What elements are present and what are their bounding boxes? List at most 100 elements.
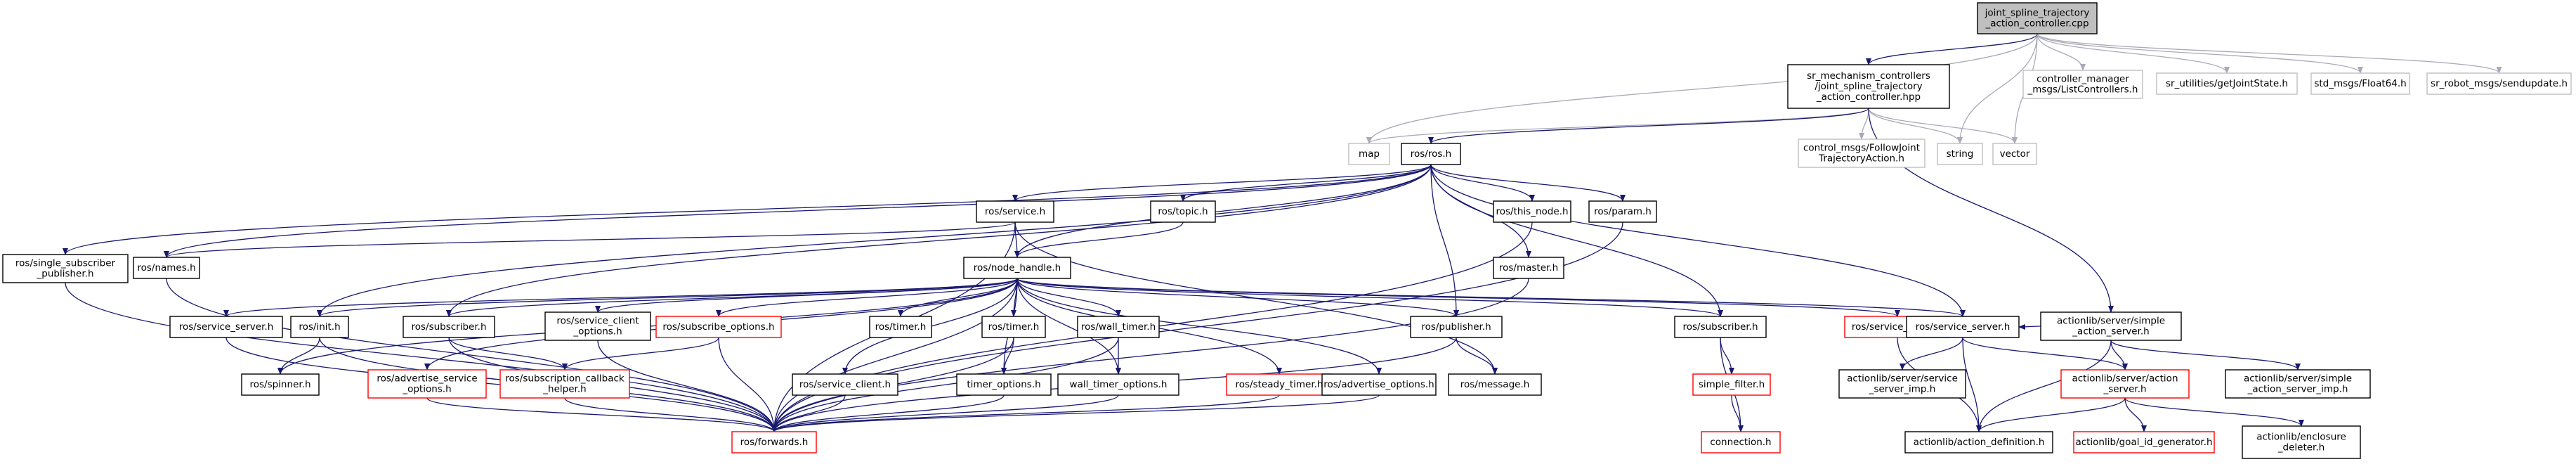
node-goal_id_gen[interactable]: actionlib/goal_id_generator.h <box>2073 431 2215 454</box>
node-connection[interactable]: connection.h <box>1701 431 1781 454</box>
node-label: simple_filter.h <box>1699 379 1765 390</box>
node-box <box>956 373 1052 396</box>
edge-action_server-to-action_definition <box>1976 397 2126 432</box>
node-action_definition[interactable]: actionlib/action_definition.h <box>1904 431 2053 454</box>
edge-advertise_service_options-to-forwards <box>426 397 777 432</box>
node-box <box>2040 311 2182 341</box>
node-box <box>1992 143 2037 165</box>
node-root[interactable]: joint_spline_trajectory_action_controlle… <box>1977 2 2098 34</box>
edge-ros_h-to-topic <box>1180 164 1432 202</box>
node-sass[interactable]: actionlib/server/simple_action_server.h <box>2040 311 2182 341</box>
edge-names-to-forwards <box>166 278 777 432</box>
node-publisher[interactable]: ros/publisher.h <box>1410 316 1503 338</box>
node-spinner[interactable]: ros/spinner.h <box>241 373 320 396</box>
node-service_server_imp[interactable]: actionlib/server/service_server_imp.h <box>1838 369 1966 399</box>
node-this_node[interactable]: ros/this_node.h <box>1493 200 1571 223</box>
node-label: ros/topic.h <box>1158 206 1208 217</box>
node-param[interactable]: ros/param.h <box>1588 200 1657 223</box>
node-subscription_callback_helper[interactable]: ros/subscription_callback_helper.h <box>499 369 630 399</box>
node-service_server2[interactable]: ros/service_server.h <box>1906 316 2020 338</box>
node-box <box>1701 431 1781 454</box>
node-timer_options[interactable]: timer_options.h <box>956 373 1052 396</box>
node-cm_list[interactable]: controller_manager_msgs/ListControllers.… <box>2022 70 2143 99</box>
node-sendupdate[interactable]: sr_robot_msgs/sendupdate.h <box>2426 72 2572 95</box>
node-advertise_service_options[interactable]: ros/advertise_service_options.h <box>367 369 487 399</box>
node-label: ros/spinner.h <box>249 379 310 390</box>
node-timer_h[interactable]: ros/timer.h <box>869 316 932 338</box>
edge-root-to-float64 <box>2036 33 2363 74</box>
edge-ros_h-to-names <box>164 164 1432 258</box>
node-message[interactable]: ros/message.h <box>1448 373 1542 396</box>
edge-timer_options-to-forwards <box>771 394 1005 432</box>
node-label: connection.h <box>1710 437 1771 448</box>
node-names[interactable]: ros/names.h <box>133 257 200 279</box>
node-box <box>403 316 495 338</box>
node-label: _msgs/ListControllers.h <box>2027 84 2138 96</box>
node-box <box>1674 316 1767 338</box>
node-label: sr_utilities/getJointState.h <box>2166 78 2288 89</box>
node-box <box>2225 369 2371 399</box>
node-timer[interactable]: ros/timer.h <box>981 316 1046 338</box>
node-fjta[interactable]: control_msgs/FollowJointTrajectoryAction… <box>1798 139 1926 168</box>
edge-single_sub-to-forwards <box>65 282 777 432</box>
node-label: string <box>1947 148 1974 160</box>
node-label: _publisher.h <box>37 269 94 280</box>
node-box <box>2310 72 2410 95</box>
node-getjoint[interactable]: sr_utilities/getJointState.h <box>2156 72 2298 95</box>
node-layer: joint_spline_trajectory_action_controlle… <box>2 2 2572 459</box>
node-map[interactable]: map <box>1348 143 1390 165</box>
edge-layer <box>63 33 2502 432</box>
node-simple_filter[interactable]: simple_filter.h <box>1692 373 1771 396</box>
edge-subscriber_ros-to-subscription_callback_helper <box>448 337 568 371</box>
node-label: controller_manager <box>2036 74 2129 85</box>
node-jsc_hpp[interactable]: sr_mechanism_controllers/joint_spline_tr… <box>1787 64 1950 109</box>
node-wall_timer_options[interactable]: wall_timer_options.h <box>1057 373 1179 396</box>
node-service_client_options[interactable]: ros/service_client_options.h <box>544 311 651 341</box>
edge-node_handle-to-publisher <box>1016 278 1459 317</box>
node-box <box>981 316 1046 338</box>
node-label: ros/subscriber.h <box>411 321 486 333</box>
node-wall_timer[interactable]: ros/wall_timer.h <box>1077 316 1160 338</box>
node-sass_imp[interactable]: actionlib/server/simple_action_server_im… <box>2225 369 2371 399</box>
edge-jsc_hpp-to-vector <box>1868 108 2018 144</box>
node-label: /joint_spline_trajectory <box>1815 81 1922 92</box>
node-topic[interactable]: ros/topic.h <box>1150 200 1216 223</box>
node-box <box>655 316 782 338</box>
node-box <box>1937 143 1983 165</box>
edge-service_server2-to-action_server <box>1962 337 2128 371</box>
node-vector[interactable]: vector <box>1992 143 2037 165</box>
node-label: sr_mechanism_controllers <box>1807 70 1930 82</box>
node-action_server[interactable]: actionlib/server/action_server.h <box>2060 369 2190 399</box>
node-label: ros/master.h <box>1499 262 1558 274</box>
node-subscribe_options[interactable]: ros/subscribe_options.h <box>655 316 782 338</box>
node-subscriber_mf[interactable]: ros/subscriber.h <box>1674 316 1767 338</box>
node-float64[interactable]: std_msgs/Float64.h <box>2310 72 2410 95</box>
node-box <box>2242 425 2361 459</box>
node-enclosure_deleter[interactable]: actionlib/enclosure_deleter.h <box>2242 425 2361 459</box>
node-box <box>1798 139 1926 168</box>
edge-service_h-to-names <box>164 221 1016 258</box>
node-service_h[interactable]: ros/service.h <box>976 200 1054 223</box>
node-label: ros/subscribe_options.h <box>662 321 774 333</box>
node-subscriber_ros[interactable]: ros/subscriber.h <box>403 316 495 338</box>
node-label: ros/timer.h <box>988 321 1040 333</box>
node-init[interactable]: ros/init.h <box>290 316 349 338</box>
node-advertise_options[interactable]: ros/advertise_options.h <box>1321 373 1437 396</box>
node-forwards[interactable]: ros/forwards.h <box>731 431 817 454</box>
node-steady_timer[interactable]: ros/steady_timer.h <box>1226 373 1333 396</box>
edge-ros_h-to-subscriber_mf <box>1430 164 1723 317</box>
node-string[interactable]: string <box>1937 143 1983 165</box>
edge-node_handle-to-wall_timer_options <box>1016 278 1121 375</box>
node-node_handle[interactable]: ros/node_handle.h <box>963 257 1071 279</box>
node-service_server[interactable]: ros/service_server.h <box>169 316 283 338</box>
edge-jsc_hpp-to-string <box>1868 108 1963 144</box>
node-label: _action_server.h <box>2072 326 2149 337</box>
node-single_sub[interactable]: ros/single_subscriber_publisher.h <box>2 254 129 283</box>
edge-wall_timer_options-to-forwards <box>771 394 1119 432</box>
node-label: _server_imp.h <box>1869 384 1936 395</box>
node-label: ros/service_server.h <box>1916 321 2011 333</box>
node-ros_h[interactable]: ros/ros.h <box>1401 143 1461 165</box>
node-master[interactable]: ros/master.h <box>1493 257 1564 279</box>
node-service_client_h[interactable]: ros/service_client.h <box>792 373 898 396</box>
edge-node_handle-to-service_client_red <box>1016 278 1900 317</box>
